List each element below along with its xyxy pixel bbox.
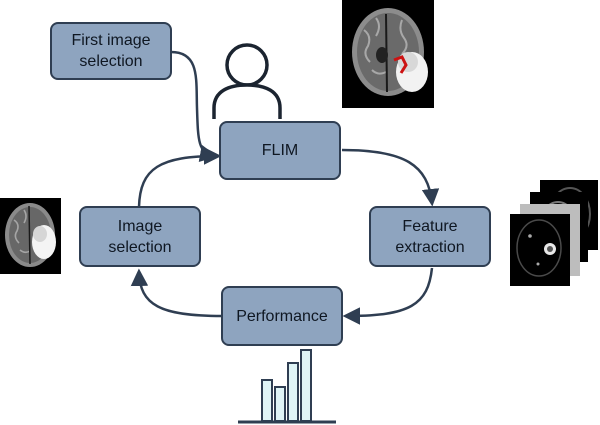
arrow-flim-to-feature-extraction [341,148,440,207]
arrow-feature-extraction-to-performance [342,267,434,325]
brain-mri-annotated-icon [342,0,434,108]
arrow-performance-to-image-selection [130,268,223,318]
image-selection-node: Image selection [79,206,201,267]
feature-maps-stack-icon [508,178,600,286]
first-image-selection-node: First image selection [50,22,172,80]
flim-node: FLIM [219,121,341,180]
performance-node: Performance [221,286,343,346]
brain-mri-icon [0,198,61,274]
feature-extraction-node: Feature extraction [369,206,491,267]
arrow-image-selection-to-flim [137,147,222,208]
bar-chart-icon [238,349,336,424]
arrow-first-selection-to-flim [170,50,218,163]
user-icon [212,43,282,119]
